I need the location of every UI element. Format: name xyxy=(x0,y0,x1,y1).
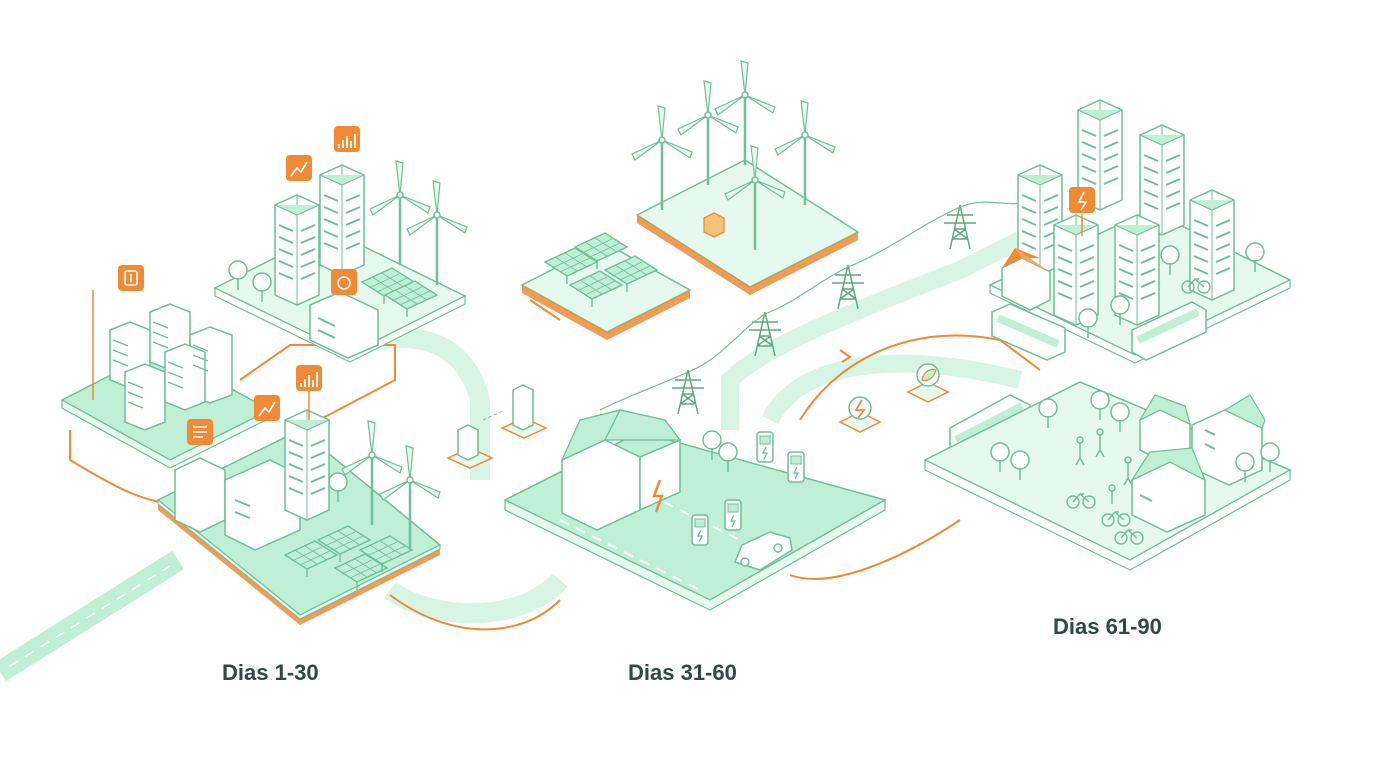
people xyxy=(1075,428,1133,504)
gauge-badge xyxy=(331,269,357,295)
bar-chart-icon xyxy=(338,134,356,148)
wind-farm-platform xyxy=(630,59,860,295)
bus-icon xyxy=(991,303,1066,361)
energy-pads xyxy=(838,349,950,433)
timer-icon xyxy=(337,276,351,290)
house-icon xyxy=(1001,248,1051,311)
gauge-icon xyxy=(124,270,138,286)
chart-icon xyxy=(290,161,308,177)
smart-house xyxy=(560,409,682,531)
bus-2 xyxy=(1131,301,1207,361)
connecting-roads xyxy=(378,231,1025,624)
solar-farm-platform xyxy=(520,232,692,340)
ev-hub-platform xyxy=(503,409,887,611)
car-icon xyxy=(733,531,793,571)
chart-icon-badge xyxy=(286,155,312,181)
list-icon xyxy=(193,426,207,438)
phase-3-label: Dias 61-90 xyxy=(1053,614,1162,639)
chart-icon-badge-2 xyxy=(254,395,280,421)
energy-flow-lines xyxy=(69,299,1041,631)
phase-1-label: Dias 1-30 xyxy=(222,660,319,685)
office-platform xyxy=(213,126,469,363)
server-racks xyxy=(109,303,233,431)
phase-2-label: Dias 31-60 xyxy=(628,660,737,685)
datacenter-platform xyxy=(60,265,272,469)
edge-nodes xyxy=(446,384,548,469)
transmission-line xyxy=(599,199,1031,415)
houses xyxy=(1130,394,1266,533)
factory xyxy=(174,457,301,551)
neighborhood-platform xyxy=(923,381,1292,571)
industry-platform xyxy=(156,365,442,625)
lightning-icon xyxy=(652,479,664,513)
ev-charger-icon xyxy=(691,514,709,546)
wind-turbine-icon xyxy=(368,159,432,267)
